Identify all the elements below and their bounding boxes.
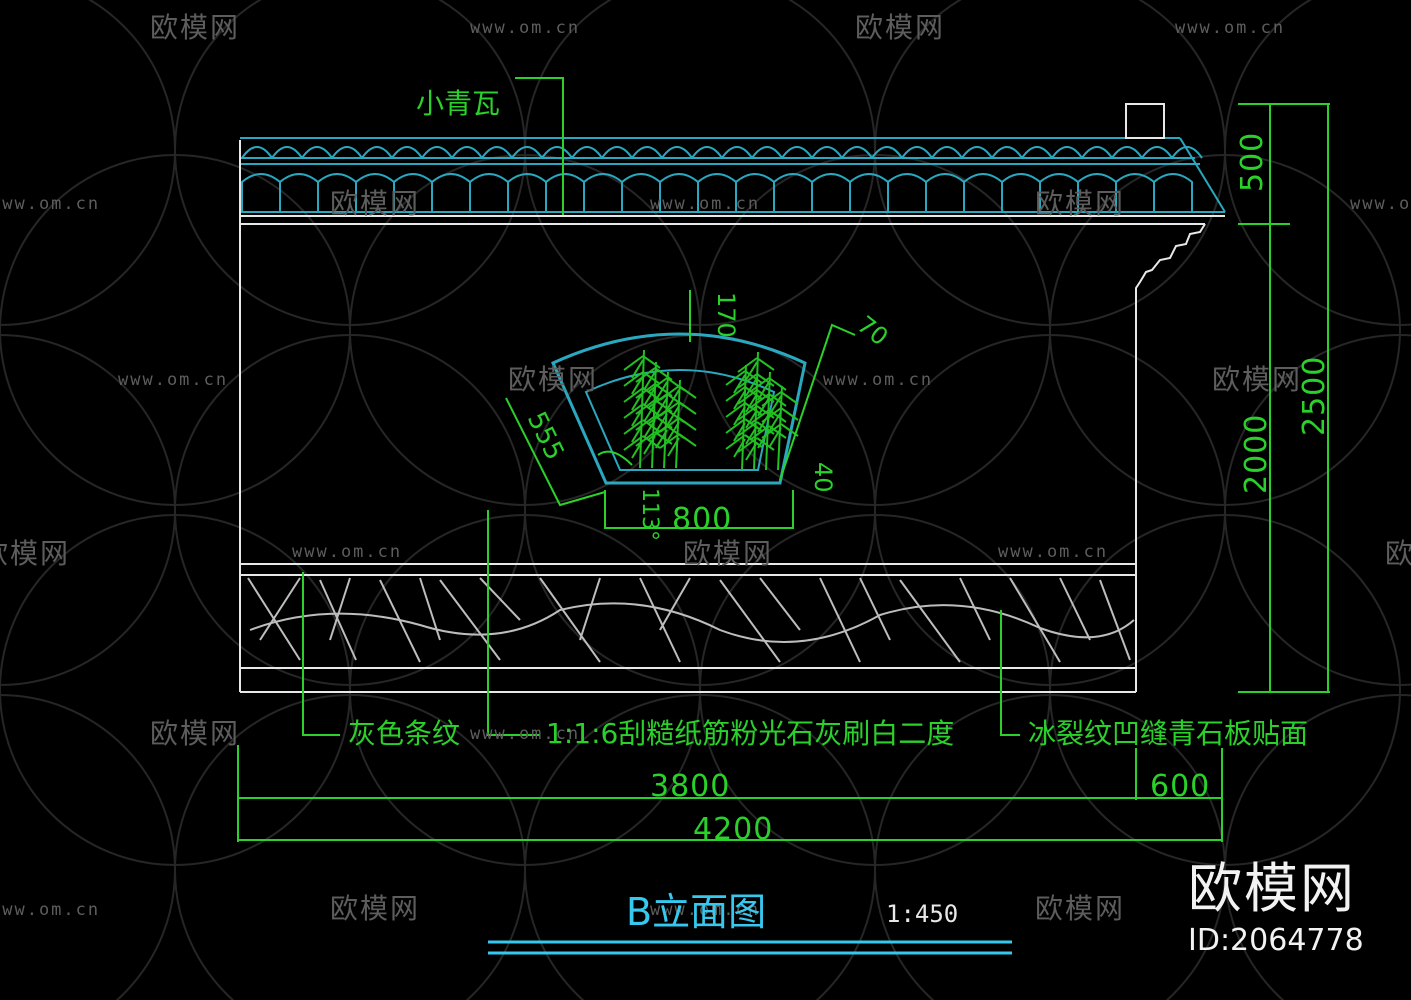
watermark-logo: 欧模网 [1385, 537, 1411, 570]
brand-id: ID:2064778 [1188, 923, 1364, 958]
watermark-url: www.om.cn [1175, 18, 1286, 38]
label-ice-crack: 冰裂纹凹缝青石板贴面 [1028, 717, 1309, 750]
watermark-url: www.om.cn [292, 542, 403, 562]
drawing-scale: 1:450 [886, 900, 959, 928]
watermark-logo: 欧模网 [683, 537, 774, 570]
dim-height-wall: 2000 [1239, 413, 1274, 494]
label-plaster: 1:1:6刮糙纸筋粉光石灰刷白二度 [546, 717, 955, 750]
brand-logo: 欧模网 [1188, 857, 1356, 920]
watermark-logo: 欧模网 [330, 187, 421, 220]
dim-height-roof: 500 [1235, 131, 1270, 192]
watermark-logo: 欧模网 [1212, 363, 1303, 396]
label-gray-stripe: 灰色条纹 [348, 717, 461, 750]
watermark-url: www.om.cn [118, 370, 229, 390]
dim-height-total: 2500 [1297, 355, 1332, 436]
watermark-url: www.om.cn [998, 542, 1109, 562]
wall-outline [239, 140, 1225, 693]
watermark-url: www.om.cn [1350, 194, 1411, 214]
dim-width-side: 600 [1150, 769, 1211, 804]
dim-window-width: 800 [672, 502, 733, 537]
watermark-url: www.om.cn [650, 194, 761, 214]
watermark-logo: 欧模网 [330, 892, 421, 925]
dim-width-total: 4200 [693, 812, 774, 847]
watermark-logo: 欧模网 [0, 537, 71, 570]
watermark-logo: 欧模网 [855, 11, 946, 44]
dim-window-corner-bottom: 40 [809, 462, 837, 493]
ice-crack-pattern [247, 577, 1135, 663]
fan-window [551, 332, 807, 485]
watermark-logo: 欧模网 [150, 11, 241, 44]
dim-window-top: 170 [712, 292, 740, 338]
watermark-url: www.om.cn [650, 900, 761, 920]
watermark-logo: 欧模网 [150, 717, 241, 750]
watermark-url: www.om.cn [0, 900, 101, 920]
title-underline [488, 940, 1012, 955]
watermark-url: www.om.cn [0, 194, 101, 214]
label-roof-tile: 小青瓦 [416, 87, 501, 120]
drawing-title: B立面图 [626, 890, 767, 934]
watermark-logo: 欧模网 [508, 363, 599, 396]
watermark-url: www.om.cn [470, 724, 581, 744]
watermark-logo: 欧模网 [1035, 187, 1126, 220]
watermark-logo: 欧模网 [1035, 892, 1126, 925]
watermark-url: www.om.cn [823, 370, 934, 390]
dimension-lines [237, 77, 1330, 842]
watermark-url: www.om.cn [470, 18, 581, 38]
dim-width-main: 3800 [650, 769, 731, 804]
dim-window-angle: 113° [637, 488, 662, 541]
roof-tiles [240, 103, 1226, 213]
